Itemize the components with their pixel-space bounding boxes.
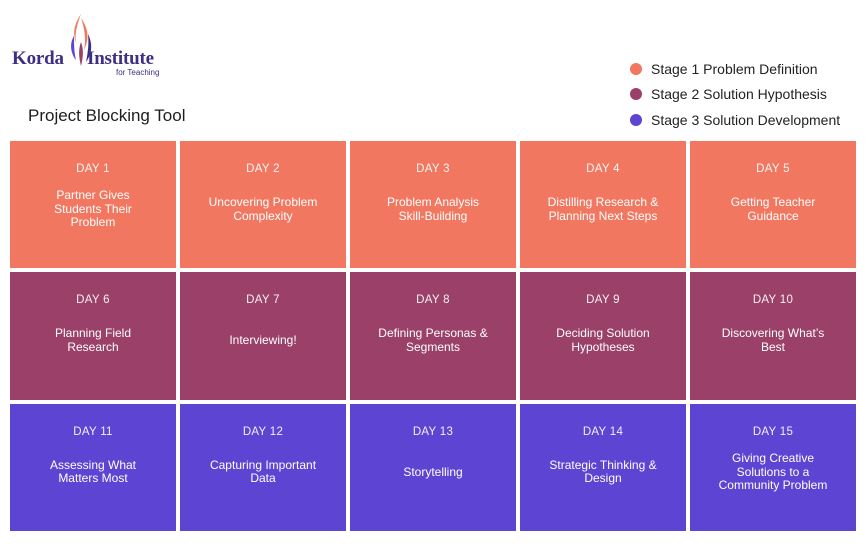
legend-dot-icon <box>630 88 642 101</box>
day-label: DAY 13 <box>412 425 454 438</box>
day-card-9: DAY 9 Deciding Solution Hypotheses <box>520 272 686 400</box>
day-title: Getting Teacher Guidance <box>730 195 816 223</box>
day-title: Giving Creative Solutions to a Community… <box>718 451 828 493</box>
day-label: DAY 1 <box>76 163 110 175</box>
legend-label: Stage 1 Problem Definition <box>651 60 818 77</box>
day-card-13: DAY 13 Storytelling <box>350 403 516 531</box>
day-title: Storytelling <box>403 464 463 479</box>
day-title: Strategic Thinking & Design <box>549 457 657 486</box>
day-label: DAY 3 <box>416 163 450 175</box>
day-title: Problem Analysis Skill-Building <box>386 195 480 223</box>
day-card-2: DAY 2 Uncovering Problem Complexity <box>180 141 346 269</box>
day-title: Uncovering Problem Complexity <box>208 195 318 223</box>
day-label: DAY 8 <box>416 294 450 307</box>
day-title: Discovering What’s Best <box>721 326 825 354</box>
day-card-4: DAY 4 Distilling Research & Planning Next… <box>520 141 686 269</box>
page-title: Project Blocking Tool <box>28 106 186 125</box>
day-label: DAY 9 <box>586 294 620 307</box>
day-card-3: DAY 3 Problem Analysis Skill-Building <box>350 141 516 269</box>
day-label: DAY 7 <box>246 294 280 307</box>
day-label: DAY 2 <box>246 163 280 175</box>
day-title: Capturing Important Data <box>209 457 317 486</box>
logo-brand-left: Korda <box>12 48 64 69</box>
legend-dot-icon <box>630 62 642 75</box>
day-title: Distilling Research & Planning Next Step… <box>547 195 659 223</box>
day-label: DAY 10 <box>752 294 794 307</box>
day-label: DAY 15 <box>752 425 794 438</box>
day-label: DAY 11 <box>73 425 113 438</box>
day-label: DAY 5 <box>756 163 790 175</box>
day-card-7: DAY 7 Interviewing! <box>180 272 346 400</box>
legend-item-stage-1: Stage 1 Problem Definition <box>630 56 840 82</box>
legend-item-stage-2: Stage 2 Solution Hypothesis <box>630 82 840 108</box>
day-card-1: DAY 1 Partner Gives Students Their Proble… <box>10 141 176 269</box>
legend-item-stage-3: Stage 3 Solution Development <box>630 107 840 133</box>
legend-label: Stage 2 Solution Hypothesis <box>651 86 827 103</box>
legend-label: Stage 3 Solution Development <box>651 111 841 128</box>
day-card-15: DAY 15 Giving Creative Solutions to a Com… <box>690 403 856 531</box>
day-card-10: DAY 10 Discovering What’s Best <box>690 272 856 400</box>
day-title: Partner Gives Students Their Problem <box>54 188 132 230</box>
day-label: DAY 14 <box>582 425 624 438</box>
day-label: DAY 6 <box>76 294 110 307</box>
day-grid: DAY 1 Partner Gives Students Their Proble… <box>10 141 856 531</box>
day-card-8: DAY 8 Defining Personas & Segments <box>350 272 516 400</box>
day-card-11: DAY 11 Assessing What Matters Most <box>10 403 176 531</box>
day-card-5: DAY 5 Getting Teacher Guidance <box>690 141 856 269</box>
logo: Korda Institute for Teaching <box>12 12 162 78</box>
day-title: Assessing What Matters Most <box>49 457 137 486</box>
logo-brand-right: Institute <box>87 48 154 69</box>
flame-logo-icon <box>71 14 92 66</box>
logo-tagline: for Teaching <box>116 68 160 77</box>
legend-dot-icon <box>630 113 642 126</box>
day-card-12: DAY 12 Capturing Important Data <box>180 403 346 531</box>
day-title: Defining Personas & Segments <box>378 326 488 354</box>
day-label: DAY 4 <box>586 163 620 175</box>
day-label: DAY 12 <box>242 425 284 438</box>
day-title: Planning Field Research <box>54 326 132 354</box>
day-title: Deciding Solution Hypotheses <box>556 326 650 354</box>
day-card-6: DAY 6 Planning Field Research <box>10 272 176 400</box>
day-title: Interviewing! <box>229 333 297 348</box>
day-card-14: DAY 14 Strategic Thinking & Design <box>520 403 686 531</box>
